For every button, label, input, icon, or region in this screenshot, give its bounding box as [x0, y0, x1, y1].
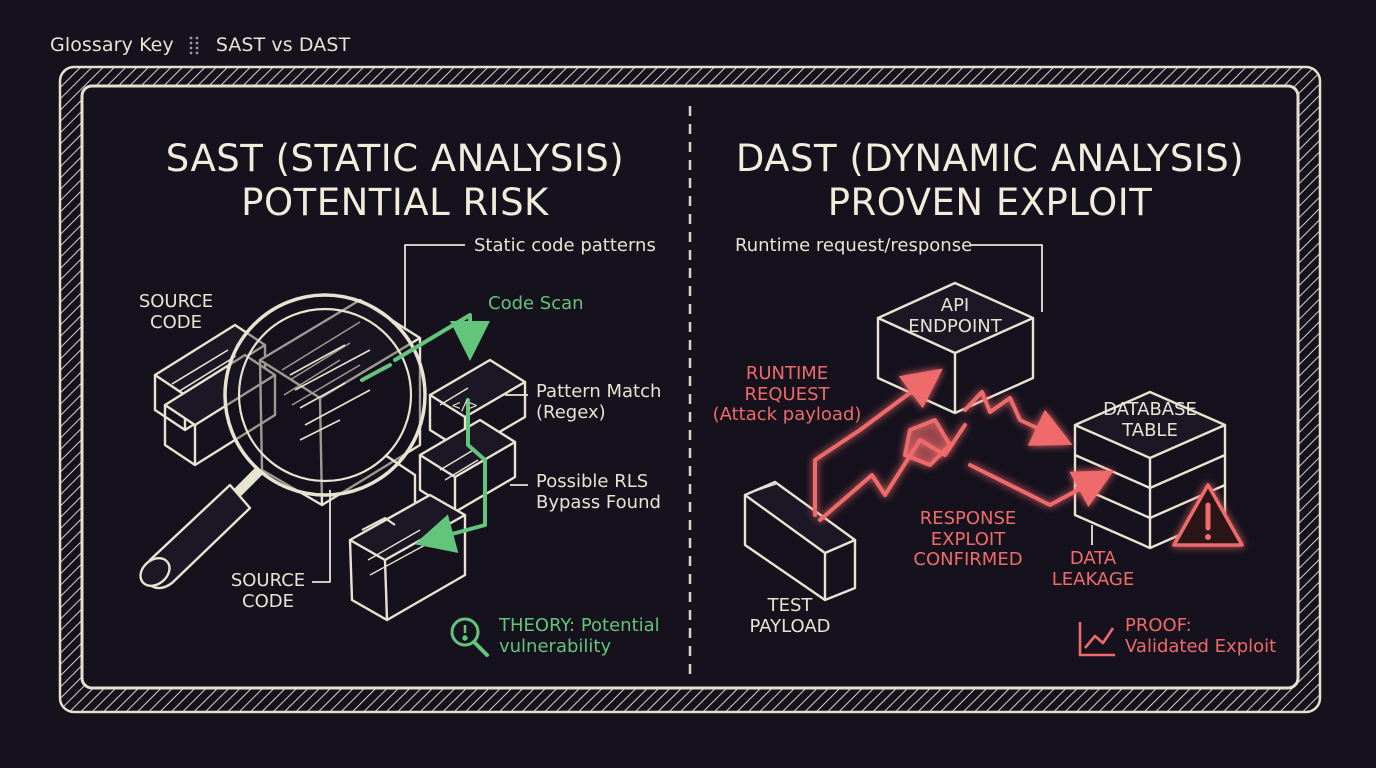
response-line2: EXPLOIT: [930, 528, 1006, 550]
search-magnifier-icon: [450, 617, 489, 657]
database-table-label: DATABASE TABLE: [1092, 399, 1208, 441]
sast-title: SAST (STATIC ANALYSIS): [165, 137, 625, 180]
source-code-top-line2: CODE: [150, 311, 202, 333]
static-code-patterns-label: Static code patterns: [474, 235, 656, 256]
warning-triangle-icon: [1172, 483, 1244, 547]
request-line1: RUNTIME: [745, 363, 829, 384]
code-panel: [258, 298, 422, 507]
theory-line2: vulnerability: [499, 635, 612, 657]
trend-chart-icon: [1078, 622, 1115, 657]
payload-line2: PAYLOAD: [749, 615, 831, 637]
request-line2: REQUEST: [744, 383, 830, 405]
response-line1: RESPONSE: [919, 508, 1017, 529]
callout-leader-patterns: [404, 244, 465, 330]
exploit-attack-path: [813, 368, 1115, 522]
response-exploit-label: RESPONSE EXPLOIT CONFIRMED: [906, 508, 1030, 571]
pattern-match-line1: Pattern Match: [536, 381, 662, 402]
dast-title: DAST (DYNAMIC ANALYSIS): [735, 137, 1245, 180]
api-endpoint-label: API ENDPOINT: [900, 295, 1010, 337]
database-table-stack: [1073, 390, 1227, 550]
callout-leader-source-bottom: [312, 490, 331, 583]
source-code-bottom-label: SOURCE CODE: [226, 570, 310, 612]
theory-line1: THEORY: Potential: [499, 615, 660, 636]
api-line2: ENDPOINT: [908, 315, 1002, 337]
dotted-separator-icon: [189, 36, 199, 55]
rls-bypass-line2: Bypass Found: [536, 491, 661, 513]
data-leakage-label: DATA LEAKAGE: [1046, 548, 1140, 590]
request-line3: (Attack payload): [712, 404, 862, 426]
leak-line2: LEAKAGE: [1051, 568, 1135, 590]
code-scan-path: [360, 313, 490, 553]
api-line1: API: [940, 295, 970, 316]
stacked-code-cards: [384, 418, 517, 520]
magnifying-glass-icon: [139, 293, 427, 590]
pattern-match-label: Pattern Match (Regex): [536, 381, 662, 423]
proof-line1: PROOF:: [1125, 615, 1192, 636]
source-code-bottom-line1: SOURCE: [230, 570, 306, 591]
output-folder-icon: [348, 493, 467, 622]
callout-leader-runtime: [970, 244, 1043, 312]
code-scan-label: Code Scan: [488, 293, 584, 314]
glossary-topic-label: SAST vs DAST: [215, 34, 351, 56]
glossary-key-label: Glossary Key: [50, 34, 174, 56]
db-line1: DATABASE: [1103, 399, 1197, 420]
sast-subtitle: POTENTIAL RISK: [241, 181, 549, 224]
runtime-request-response-label: Runtime request/response: [735, 235, 973, 256]
theory-label: THEORY: Potential vulnerability: [499, 615, 660, 657]
db-line2: TABLE: [1122, 419, 1178, 441]
code-glyph: </>: [452, 398, 477, 414]
sast-illustration: [139, 244, 528, 622]
rls-bypass-label: Possible RLS Bypass Found: [536, 471, 661, 513]
pattern-match-line2: (Regex): [536, 401, 606, 423]
response-line3: CONFIRMED: [913, 549, 1023, 571]
dast-illustration: [743, 244, 1227, 602]
proof-line2: Validated Exploit: [1125, 635, 1277, 657]
test-payload-device: [743, 480, 857, 602]
leak-line1: DATA: [1069, 548, 1117, 569]
runtime-request-label: RUNTIME REQUEST (Attack payload): [712, 363, 862, 426]
rls-bypass-line1: Possible RLS: [536, 471, 649, 492]
source-code-document-icon: [153, 323, 277, 467]
source-code-bottom-line2: CODE: [242, 590, 294, 612]
test-payload-label: TEST PAYLOAD: [742, 595, 838, 637]
api-endpoint-cube: [876, 281, 1035, 415]
source-code-top-line1: SOURCE: [138, 291, 214, 312]
source-code-top-label: SOURCE CODE: [134, 291, 218, 333]
proof-label: PROOF: Validated Exploit: [1125, 615, 1277, 657]
dast-subtitle: PROVEN EXPLOIT: [827, 181, 1153, 224]
payload-line1: TEST: [767, 595, 813, 616]
glossary-header: Glossary Key SAST vs DAST: [50, 34, 350, 56]
